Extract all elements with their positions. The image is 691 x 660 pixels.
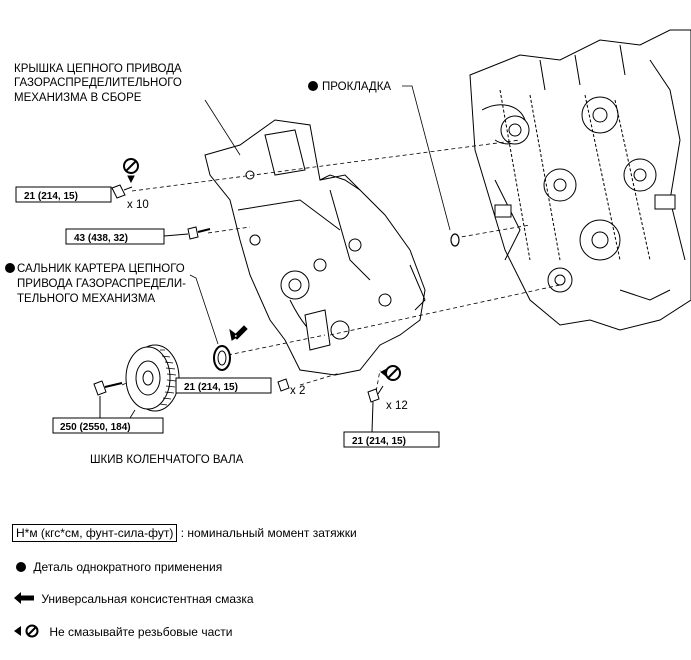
torque-box: 21 (214, 15) (175, 377, 272, 394)
quantity-label: x 10 (127, 199, 149, 211)
torque-value: 250 (2550, 184) (60, 422, 131, 433)
oil-seal-label-line2: ПРИВОДА ГАЗОРАСПРЕДЕЛИ- (17, 278, 186, 290)
gasket-o-ring (450, 233, 460, 247)
bolt-icon (277, 378, 290, 392)
timing-cover-label-line3: МЕХАНИЗМА В СБОРЕ (14, 92, 142, 104)
legend-non-reusable-text: Деталь однократного применения (33, 560, 223, 574)
timing-chain-cover-illustration (204, 119, 426, 376)
legend-torque-unit: Н*м (кгс*см, фунт-сила-фут) (12, 524, 178, 542)
bolt-icon (93, 380, 123, 396)
torque-box: 43 (438, 32) (65, 228, 189, 245)
bolt-icon (111, 184, 133, 199)
torque-value: 21 (214, 15) (24, 191, 78, 202)
legend-no-lube: Не смазывайте резьбовые части (14, 624, 232, 639)
engine-block-illustration (469, 29, 691, 331)
quantity-label: x 2 (290, 385, 305, 397)
leader-lines (129, 85, 451, 419)
torque-value: 21 (214, 15) (352, 436, 406, 447)
non-reusable-dot-icon (308, 81, 318, 91)
filled-dot-icon (16, 562, 26, 572)
alignment-lines (121, 139, 561, 399)
legend-no-lube-text: Не смазывайте резьбовые части (49, 625, 233, 639)
legend-grease-text: Универсальная консистентная смазка (41, 592, 254, 606)
quantity-label: x 12 (386, 400, 408, 412)
torque-box: 21 (214, 15) (343, 401, 440, 448)
pulley-label: ШКИВ КОЛЕНЧАТОГО ВАЛА (90, 454, 244, 466)
legend-grease: Универсальная консистентная смазка (14, 592, 254, 606)
bolt-icon (187, 226, 211, 240)
timing-cover-label-line2: ГАЗОРАСПРЕДЕЛИТЕЛЬНОГО (14, 77, 182, 89)
oil-seal-label-line1: САЛЬНИК КАРТЕРА ЦЕПНОГО (17, 263, 185, 275)
torque-value: 43 (438, 32) (74, 233, 128, 244)
grease-arrow-icon (229, 325, 248, 341)
gasket-label: ПРОКЛАДКА (322, 81, 391, 93)
oil-seal-label-line3: ТЕЛЬНОГО МЕХАНИЗМА (17, 293, 155, 305)
torque-box: 250 (2550, 184) (52, 396, 164, 434)
non-reusable-dot-icon (5, 263, 15, 273)
legend-torque-desc: : номинальный момент затяжки (180, 526, 357, 540)
oil-seal-illustration (213, 345, 231, 371)
legend-non-reusable: Деталь однократного применения (16, 560, 222, 574)
left-arrow-icon (14, 592, 34, 604)
bolt-icon (367, 385, 384, 403)
crankshaft-pulley-illustration (125, 344, 180, 412)
torque-box: 21 (214, 15) (15, 186, 112, 203)
torque-value: 21 (214, 15) (184, 382, 238, 393)
timing-cover-label-line1: КРЫШКА ЦЕПНОГО ПРИВОДА (14, 63, 182, 75)
legend-torque: Н*м (кгс*см, фунт-сила-фут) : номинальны… (12, 524, 357, 542)
no-lube-icon (123, 158, 139, 184)
no-lube-icon (14, 624, 39, 638)
no-lube-icon (380, 365, 401, 381)
